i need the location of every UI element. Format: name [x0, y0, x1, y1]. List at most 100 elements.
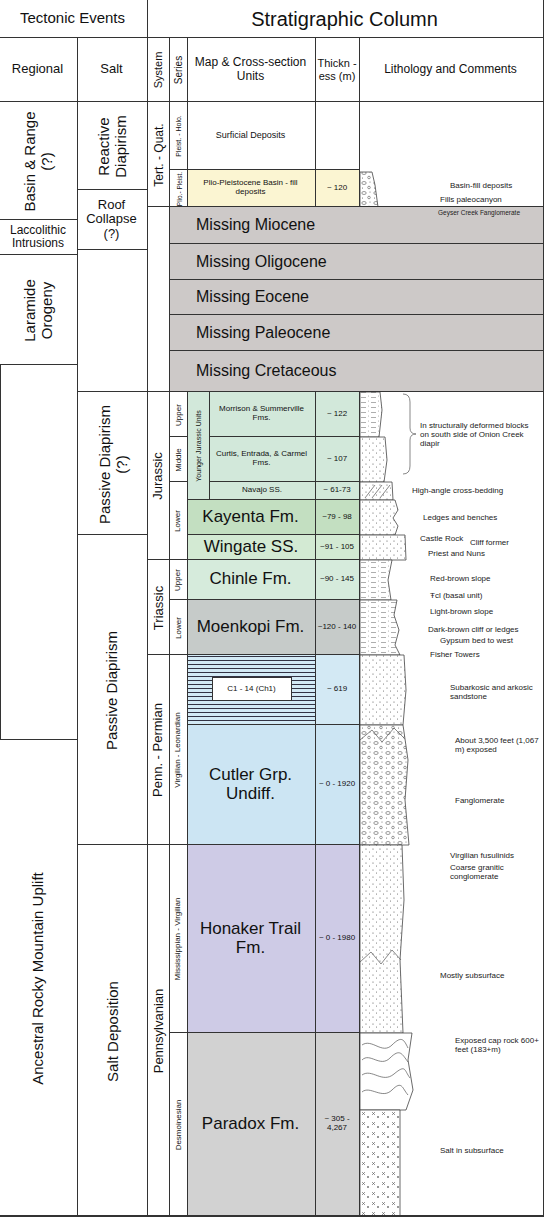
- text-holder: Chinle Fm.: [188, 560, 315, 599]
- system-cell: Tert. - Quat.: [148, 102, 170, 207]
- column-heading: System: [152, 52, 164, 89]
- thickness-value: ~120 - 140: [318, 623, 356, 632]
- formation-name: Wingate SS.: [204, 538, 299, 557]
- thickness-value: ~ 0 - 1920: [319, 780, 355, 789]
- series-cell: Mississippian - Virgilian: [170, 845, 188, 1033]
- text-holder: Passive Diapirism (?): [78, 392, 147, 534]
- text-holder: Tectonic Events: [0, 0, 147, 37]
- text-holder: ~79 - 98: [316, 500, 359, 534]
- text-holder: Salt Deposition: [78, 845, 147, 1215]
- lithology-comment: Cliff former: [470, 538, 530, 547]
- formation-box: Plio-Pleistocene Basin - fill deposits: [188, 170, 316, 207]
- lithology-comment: In structurally deformed blocks on south…: [420, 421, 538, 449]
- system-cell: Jurassic: [148, 392, 170, 560]
- system-name: Pennsylvanian: [151, 988, 165, 1073]
- formation-box: Curtis, Entrada, & Carmel Fms.: [210, 437, 316, 482]
- comment-holder: Fisher Towers: [430, 650, 530, 659]
- series-cell: Upper: [170, 392, 188, 437]
- series-name: Upper: [174, 404, 183, 426]
- text-holder: ~ 0 - 1980: [316, 845, 359, 1032]
- text-holder: Surficial Deposits: [188, 102, 315, 169]
- column-heading: Stratigraphic Column: [251, 8, 438, 30]
- tectonic-event-name: Ancestral Rocky Mountain Uplift: [30, 872, 47, 1085]
- thickness-value: ~ 619: [327, 685, 347, 694]
- text-holder: Pleist. - Holo.: [170, 102, 187, 169]
- unit-group-name: Younger Jurassic Units: [195, 410, 203, 481]
- text-holder: Virgilian - Leonardian: [170, 655, 187, 844]
- comment-holder: Exposed cap rock 600+ feet (183+m): [455, 1036, 540, 1054]
- formation-box: C1 - 14 (Ch1): [212, 677, 292, 701]
- text-holder: Pennsylvanian: [148, 845, 169, 1215]
- lithology-comment: Castle Rock: [420, 534, 468, 543]
- lithology-comment: Ledges and benches: [423, 513, 533, 522]
- comment-holder: Subarkosic and arkosic sandstone: [450, 683, 540, 701]
- comment-holder: Castle Rock: [420, 534, 468, 543]
- lithology-comment: Subarkosic and arkosic sandstone: [450, 683, 540, 701]
- thickness-cell: ~ 305 - 4,267: [316, 1033, 360, 1216]
- tectonic-event-box: Passive Diapirism: [78, 535, 148, 845]
- missing-interval-name: Missing Miocene: [196, 216, 315, 234]
- lithology-comment: Coarse granitic conglomerate: [450, 863, 540, 881]
- text-holder: Lower: [170, 600, 187, 654]
- text-holder: ~ 619: [316, 655, 359, 724]
- text-holder: Mississippian - Virgilian: [170, 845, 187, 1032]
- text-holder: Middle: [170, 437, 187, 481]
- header-cell: Lithology and Comments: [360, 38, 544, 102]
- thickness-cell: ~ 0 - 1980: [316, 845, 360, 1033]
- series-cell: Lower: [170, 482, 188, 560]
- lithology-drawing-part: [362, 1085, 408, 1095]
- unit-group-box: Younger Jurassic Units: [188, 392, 210, 500]
- lithology-comment: Virgilian fusulinids: [450, 851, 540, 860]
- tectonic-event-box: Laramide Orogeny: [0, 255, 78, 365]
- missing-interval-band: Missing Eocene: [170, 280, 544, 315]
- comment-holder: High-angle cross-bedding: [412, 486, 537, 495]
- comment-holder: Dark-brown cliff or ledges: [428, 625, 538, 634]
- text-holder: ~120 - 140: [316, 600, 359, 654]
- text-holder: Laccolithic Intrusions: [0, 220, 77, 254]
- header-cell: Regional: [0, 38, 78, 102]
- text-holder: Thickn -ess (m): [316, 38, 359, 101]
- system-name: Jurassic: [151, 452, 165, 500]
- system-cell: Triassic: [148, 560, 170, 655]
- series-cell: Virgilian - Leonardian: [170, 655, 188, 845]
- missing-interval-name: Missing Paleocene: [196, 324, 330, 342]
- comment-holder: Fanglomerate: [455, 796, 535, 805]
- lithology-comment: Salt in subsurface: [440, 1146, 540, 1155]
- text-holder: Wingate SS.: [188, 535, 315, 559]
- text-holder: Curtis, Entrada, & Carmel Fms.: [210, 437, 315, 481]
- formation-box: Chinle Fm.: [188, 560, 316, 600]
- formation-name: Kayenta Fm.: [202, 508, 298, 527]
- formation-box: Paradox Fm.: [188, 1033, 316, 1216]
- header-cell: System: [148, 38, 170, 102]
- text-holder: Moenkopi Fm.: [188, 600, 315, 654]
- column-heading: Series: [173, 56, 184, 84]
- tectonic-event-box: Roof Collapse (?): [78, 190, 148, 250]
- series-name: Mississippian - Virgilian: [174, 898, 183, 981]
- thickness-value: ~ 107: [327, 455, 347, 464]
- comment-holder: Basin-fill deposits: [450, 181, 540, 190]
- formation-box: Honaker Trail Fm.: [188, 845, 316, 1033]
- lithology-drawing-part: [360, 725, 409, 845]
- text-holder: Roof Collapse (?): [78, 190, 147, 249]
- column-heading: Map & Cross-section Units: [188, 56, 313, 82]
- formation-name: Morrison & Summerville Fms.: [210, 405, 313, 423]
- header-cell: Tectonic Events: [0, 0, 148, 38]
- lithology-drawing-part: [360, 392, 382, 437]
- thickness-cell: ~90 - 145: [316, 560, 360, 600]
- text-holder: ~ 61-73: [316, 482, 359, 499]
- lithology-drawing-part: [360, 482, 393, 500]
- text-holder: C1 - 14 (Ch1): [213, 678, 291, 700]
- table-cell: [0, 365, 78, 740]
- lithology-comment: Fills paleocanyon: [440, 195, 535, 204]
- text-holder: Paradox Fm.: [188, 1033, 315, 1215]
- lithology-comment: Priest and Nuns: [428, 549, 498, 558]
- text-holder: Plio.- Pleist.: [170, 170, 187, 206]
- text-holder: Missing Cretaceous: [170, 351, 543, 391]
- tectonic-event-name: Laccolithic Intrusions: [0, 224, 76, 250]
- formation-name: Chinle Fm.: [209, 570, 291, 589]
- thickness-cell: ~ 61-73: [316, 482, 360, 500]
- missing-interval-band: Missing Paleocene: [170, 315, 544, 351]
- thickness-value: ~ 305 - 4,267: [316, 1115, 358, 1133]
- tectonic-event-name: Passive Diapirism (?): [96, 394, 129, 534]
- text-holder: ~91 - 105: [316, 535, 359, 559]
